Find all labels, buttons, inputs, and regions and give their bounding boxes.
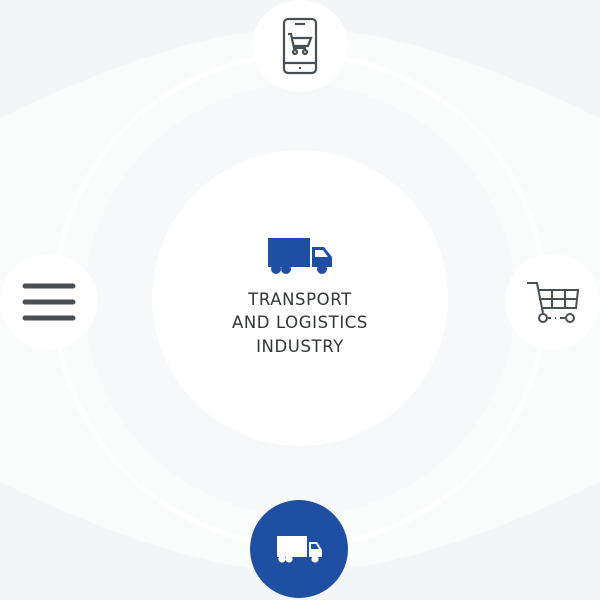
title-line-3: INDUSTRY: [256, 336, 344, 356]
truck-icon: [268, 237, 332, 274]
mobile-shopping-cart-icon: [282, 17, 318, 75]
node-right[interactable]: [505, 254, 600, 349]
truck-icon: [276, 535, 322, 563]
shopping-cart-icon: [526, 281, 579, 323]
title-line-2: AND LOGISTICS: [231, 313, 369, 333]
center-hub: TRANSPORT AND LOGISTICS INDUSTRY: [152, 150, 448, 446]
node-left[interactable]: [0, 254, 98, 349]
menu-icon: [22, 283, 76, 320]
title-line-1: TRANSPORT: [248, 289, 352, 309]
node-top[interactable]: [252, 0, 348, 92]
node-bottom[interactable]: [250, 500, 348, 598]
center-title: TRANSPORT AND LOGISTICS INDUSTRY: [232, 288, 368, 359]
